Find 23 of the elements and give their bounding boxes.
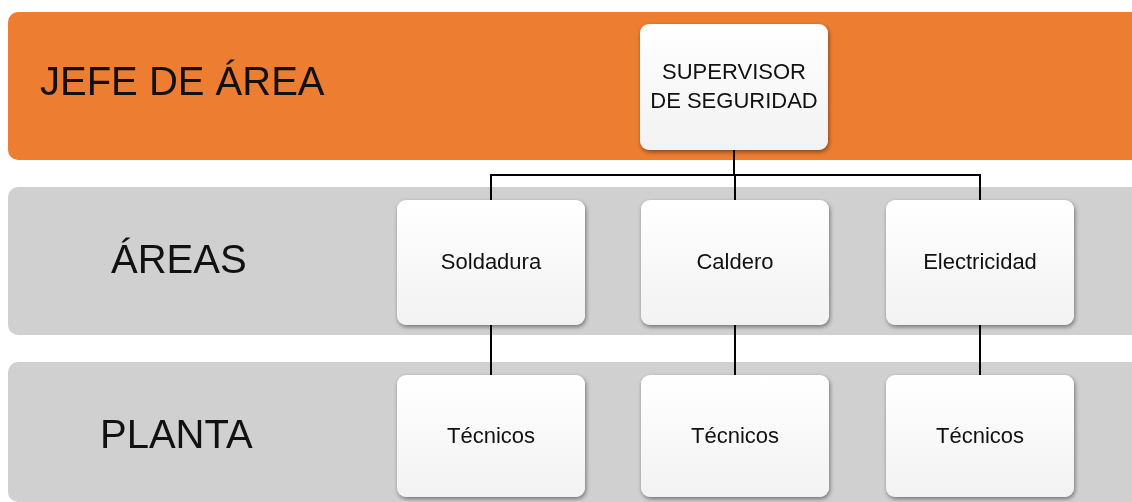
- org-box: [641, 200, 829, 325]
- org-box: [886, 200, 1074, 325]
- level-label: ÁREAS: [111, 237, 247, 282]
- level-band: [8, 12, 1132, 160]
- org-box: [641, 375, 829, 497]
- role-label: Electricidad: [923, 248, 1037, 277]
- org-box: [397, 375, 585, 497]
- level-band: [8, 187, 1132, 335]
- level-label: JEFE DE ÁREA: [40, 59, 325, 104]
- role-label: SUPERVISOR DE SEGURIDAD: [649, 58, 819, 115]
- role-label: Técnicos: [446, 421, 535, 450]
- role-label: Caldero: [696, 248, 774, 277]
- level-band: [8, 362, 1132, 502]
- role-label: Técnicos: [935, 421, 1024, 450]
- org-box: [886, 375, 1074, 497]
- role-label: Técnicos: [690, 421, 779, 450]
- connector-line: [979, 324, 981, 376]
- role-label: Soldadura: [440, 248, 542, 277]
- level-label: PLANTA: [100, 412, 253, 457]
- connector-line: [490, 324, 492, 376]
- org-box: [640, 24, 828, 150]
- org-box: [397, 200, 585, 325]
- connector-line: [734, 324, 736, 376]
